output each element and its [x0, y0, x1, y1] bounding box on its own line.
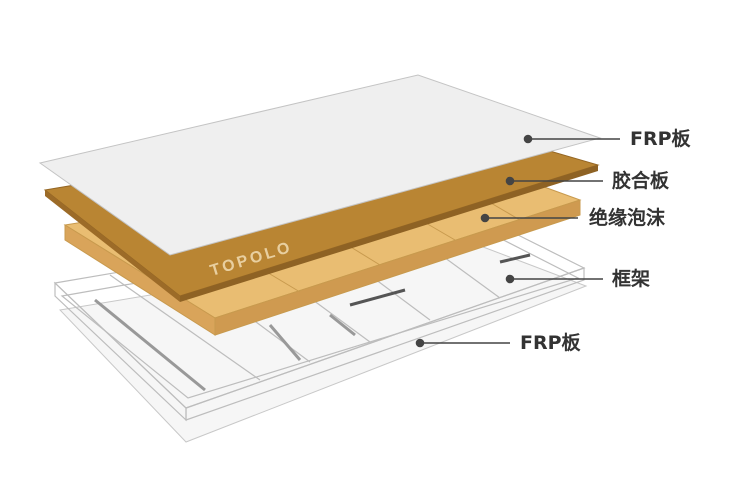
label-plywood: 胶合板 [612, 170, 670, 192]
label-bottom-frp: FRP板 [520, 332, 581, 354]
leader-lines [415, 134, 620, 348]
top-frp-panel [38, 74, 602, 256]
label-frame: 框架 [612, 268, 651, 290]
label-top-frp: FRP板 [630, 128, 691, 150]
label-foam: 绝缘泡沫 [589, 207, 666, 229]
frame [53, 211, 586, 422]
